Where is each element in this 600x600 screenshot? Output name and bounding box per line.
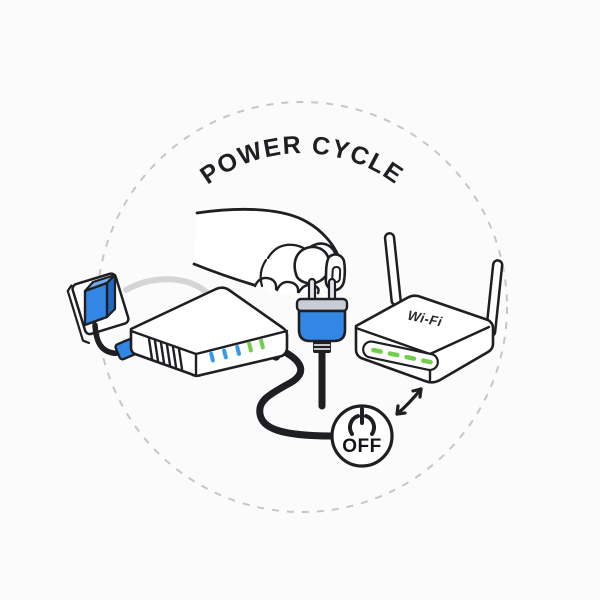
modem-status-leds [209,338,265,363]
router-led [387,351,400,358]
dashed-circle-border [96,101,508,513]
power-icon [348,407,376,436]
wifi-router: Wi-Fi [354,232,504,384]
router-led [371,347,383,354]
modem-led [235,345,241,356]
plug-prong-right [327,277,337,303]
router-led-panel [362,340,439,372]
router-led [404,354,417,361]
router-wifi-label: Wi-Fi [406,308,443,330]
hand [192,207,347,295]
unplugged-power-plug [295,277,349,410]
modem-led [209,351,215,363]
plug-cap [295,297,349,313]
modem-body [129,286,289,378]
page-title: POWER CYCLE [195,131,407,190]
off-label: OFF [342,436,382,457]
router-antenna-left [383,232,402,307]
outlet-side-edge [66,284,91,345]
off-badge-circle [330,404,394,468]
modem-power-cable [256,346,336,440]
modem [114,286,336,440]
plug-neck-ribs [313,341,331,353]
router-led [420,358,433,365]
modem-led [222,348,228,360]
double-arrow-icon [395,387,423,416]
modem-led [259,338,265,350]
adapter-front-face [83,281,109,327]
modem-top-edges [129,329,289,378]
title-arc-text: POWER CYCLE [195,131,409,190]
power-adapter [83,273,117,327]
wall-outlet [66,272,130,356]
modem-vents [147,337,184,371]
off-badge: OFF [330,404,394,468]
plug-body [297,309,347,343]
modem-led [247,341,253,353]
plug-prong-left [307,277,317,303]
hand-bottom-contour [192,262,256,287]
